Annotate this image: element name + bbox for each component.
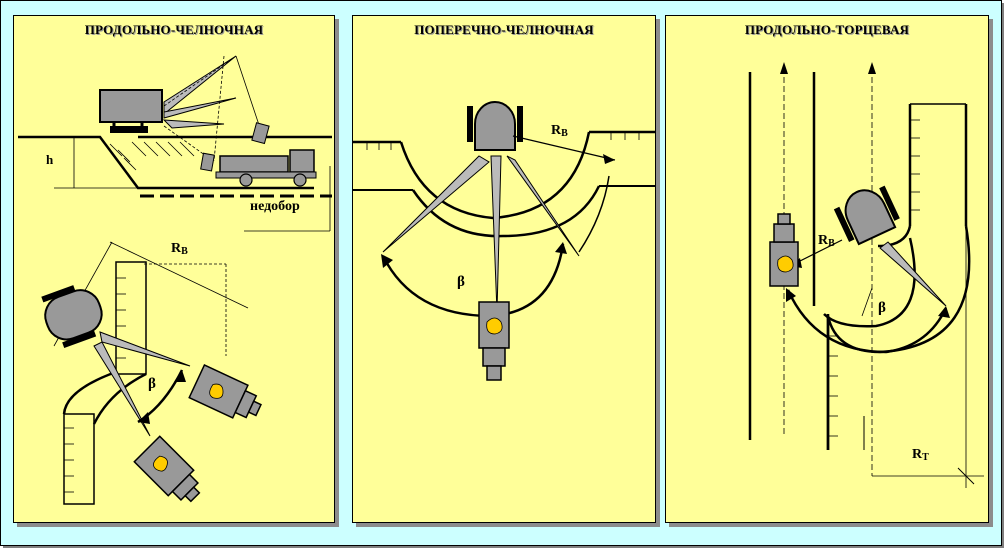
truck-plan-2 bbox=[133, 435, 201, 503]
panel-transverse-shuttle: ПОПЕРЕЧНО-ЧЕЛНОЧНАЯ RВ bbox=[352, 15, 656, 523]
truck-wheel bbox=[293, 173, 307, 187]
longitudinal-end-diagram: RТ RВ β bbox=[748, 62, 984, 488]
inner-face bbox=[823, 237, 916, 328]
transverse-shuttle-diagram: RВ β bbox=[353, 101, 655, 381]
bucket-1 bbox=[251, 122, 270, 145]
label-angle: β bbox=[148, 376, 156, 392]
label-radius: RВ bbox=[551, 123, 568, 139]
panel-title: ПРОДОЛЬНО-ЧЕЛНОЧНАЯ bbox=[84, 22, 264, 37]
boom-plan-2 bbox=[93, 341, 151, 437]
boom bbox=[879, 241, 947, 307]
label-angle: β bbox=[878, 300, 886, 316]
boom-sector-2 bbox=[163, 97, 237, 119]
bucket-2 bbox=[200, 152, 215, 172]
inner-face bbox=[411, 185, 601, 238]
truck-plan bbox=[478, 301, 510, 381]
boom-right bbox=[506, 155, 580, 257]
panel-title: ПРОДОЛЬНО-ТОРЦЕВАЯ bbox=[744, 22, 910, 37]
label-turn-radius: RТ bbox=[912, 447, 929, 463]
label-nedobor: недобор bbox=[250, 199, 300, 214]
panel-longitudinal-end: ПРОДОЛЬНО-ТОРЦЕВАЯ bbox=[665, 15, 989, 523]
excavator-track bbox=[110, 126, 148, 133]
truck-plan bbox=[769, 213, 799, 287]
slope-hatch bbox=[109, 141, 195, 171]
label-h: h bbox=[46, 152, 54, 167]
boom-center bbox=[490, 155, 502, 313]
label-radius: RВ bbox=[171, 241, 188, 257]
label-radius: RВ bbox=[818, 233, 835, 249]
excavator-plan bbox=[833, 185, 900, 246]
boom-left bbox=[382, 155, 490, 253]
longitudinal-shuttle-diagram: h недобор bbox=[18, 55, 332, 505]
boom-sector-3 bbox=[162, 119, 225, 129]
swing-arc bbox=[381, 243, 565, 318]
excavator-plan bbox=[41, 285, 103, 348]
excavator-plan bbox=[467, 101, 523, 151]
truck-plan-1 bbox=[188, 364, 262, 419]
label-angle: β bbox=[457, 274, 465, 290]
panel-title: ПОПЕРЕЧНО-ЧЕЛНОЧНАЯ bbox=[414, 22, 594, 37]
excavator-side bbox=[99, 89, 163, 123]
truck-wheel bbox=[239, 173, 253, 187]
panel-longitudinal-shuttle: ПРОДОЛЬНО-ЧЕЛНОЧНАЯ h недобор bbox=[13, 15, 335, 523]
boom-sector bbox=[163, 55, 237, 116]
truck-body bbox=[219, 155, 289, 173]
swing-arc bbox=[786, 289, 948, 354]
truck-cab bbox=[289, 149, 315, 173]
boom-plan-1 bbox=[99, 331, 191, 367]
swing-arc bbox=[137, 369, 184, 424]
